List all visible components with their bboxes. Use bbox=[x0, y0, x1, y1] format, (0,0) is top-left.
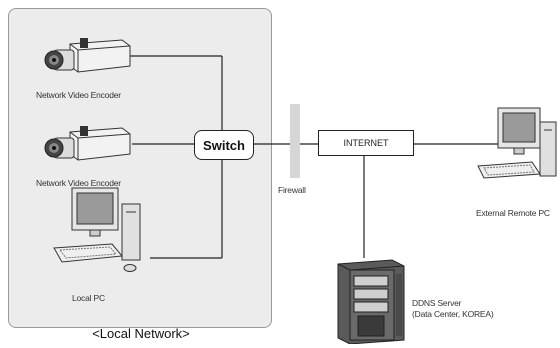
ddns-server-label: DDNS Server bbox=[412, 298, 462, 308]
local-network-caption: <Local Network> bbox=[92, 326, 190, 341]
desktop-pc-icon bbox=[477, 107, 557, 179]
external-pc-label: External Remote PC bbox=[476, 208, 550, 218]
firewall-barrier bbox=[290, 104, 300, 178]
network-video-encoder-icon bbox=[44, 126, 131, 161]
tower-server-icon bbox=[337, 259, 405, 344]
ddns-server-location: (Data Center, KOREA) bbox=[412, 309, 494, 319]
switch-node: Switch bbox=[194, 130, 254, 160]
internet-node: INTERNET bbox=[318, 130, 414, 156]
local-pc-label: Local PC bbox=[72, 293, 105, 303]
network-video-encoder-icon bbox=[44, 38, 131, 73]
firewall-label: Firewall bbox=[278, 185, 306, 195]
encoder-2-label: Network Video Encoder bbox=[36, 178, 121, 188]
encoder-1-label: Network Video Encoder bbox=[36, 90, 121, 100]
desktop-pc-icon bbox=[53, 187, 141, 272]
